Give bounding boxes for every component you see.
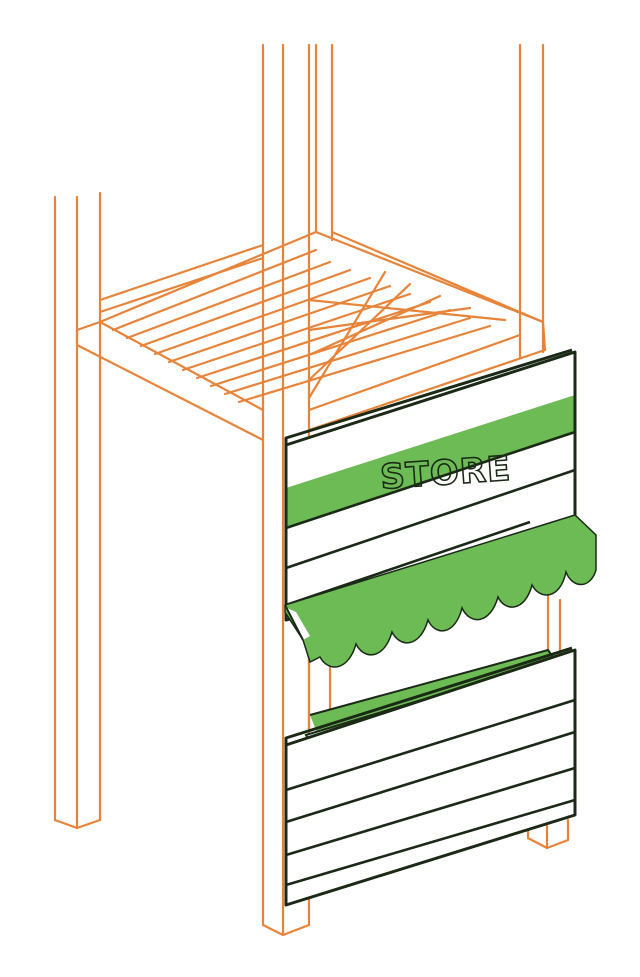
awning bbox=[284, 514, 597, 668]
wooden-frame bbox=[53, 43, 570, 937]
deck-slats bbox=[111, 230, 545, 404]
sign-green-band bbox=[286, 395, 575, 528]
counter-panel bbox=[284, 646, 577, 907]
back-left-post bbox=[314, 43, 334, 242]
left-post bbox=[53, 191, 102, 830]
store-sign-label: STORE bbox=[379, 449, 512, 498]
